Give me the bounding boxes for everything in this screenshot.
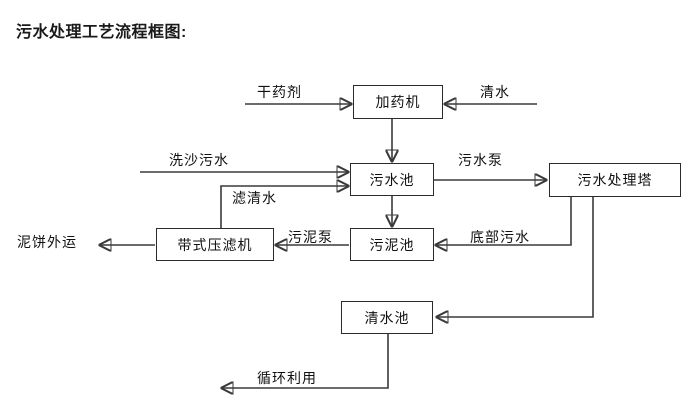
edge-label-sewage-pump: 污水泵 [458,152,503,168]
node-dosing-machine[interactable]: 加药机 [353,85,443,119]
edge-label-clean-water: 清水 [480,84,510,100]
page-title: 污水处理工艺流程框图: [16,24,187,41]
node-sewage-treatment-tower[interactable]: 污水处理塔 [549,163,681,197]
wire-filtrate-to-sewage-pool [220,186,348,228]
node-clear-water-pool-label: 清水池 [364,309,410,326]
node-sewage-pool[interactable]: 污水池 [350,163,434,196]
wire-bottom-sewage-to-sludge-pool [436,197,572,245]
edge-label-sand-wash-sewage: 洗沙污水 [169,152,229,168]
node-belt-filter-press-label: 带式压滤机 [177,236,253,253]
edge-label-filtrate-water: 滤清水 [232,190,277,206]
edge-label-dry-chemical: 干药剂 [257,84,302,100]
terminal-label-mud-cake-out: 泥饼外运 [17,234,77,250]
wire-clear-pool-recycle [222,334,389,388]
node-sludge-pool-label: 污泥池 [369,236,415,253]
node-dosing-machine-label: 加药机 [375,94,421,110]
node-sewage-treatment-tower-label: 污水处理塔 [577,172,653,188]
node-clear-water-pool[interactable]: 清水池 [341,301,433,334]
node-belt-filter-press[interactable]: 带式压滤机 [156,228,274,261]
edge-label-recycle-reuse: 循环利用 [257,370,317,386]
node-sludge-pool[interactable]: 污泥池 [350,228,434,261]
edge-label-sludge-pump: 污泥泵 [288,229,333,245]
edge-label-bottom-sewage: 底部污水 [470,229,530,245]
wire-tower-to-clear-pool [437,197,594,317]
node-sewage-pool-label: 污水池 [369,171,415,188]
